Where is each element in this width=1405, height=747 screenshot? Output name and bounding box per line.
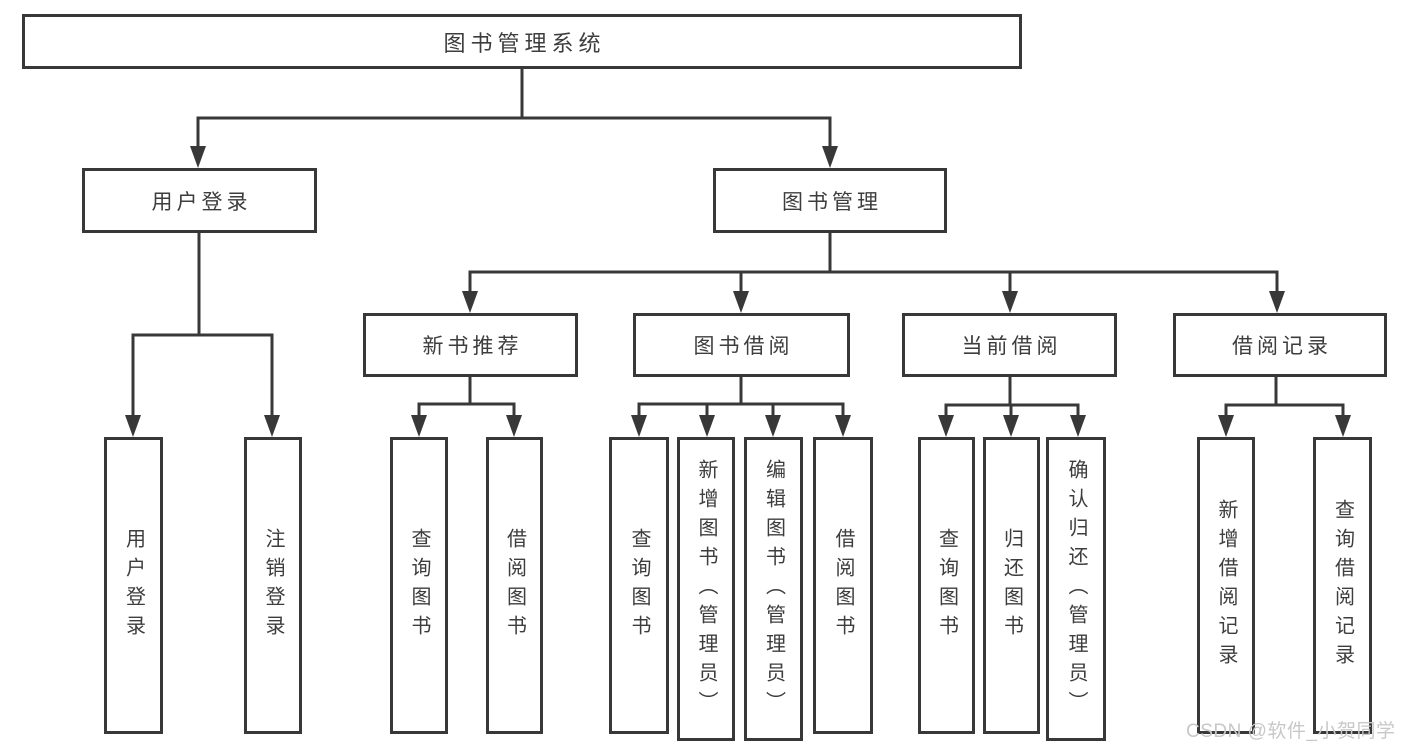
arrow-leaf-bb-add [699,415,715,437]
csdn-watermark: CSDN @软件_小贺同学 [1186,721,1396,742]
arrow-leaf-br-add [1218,415,1234,437]
node-book-mgmt-label: 图书管理 [782,190,882,214]
arrow-leaf-cb-confirm [1070,415,1086,437]
leaf-borrow-records-add: 新增借阅记录 [1197,437,1255,734]
arrow-leaf-bb-edit [765,415,781,437]
leaf-current-borrow-confirm: 确认归还（管理员） [1046,437,1106,741]
leaf-new-books-query: 查询图书 [390,437,448,734]
node-user-login: 用户登录 [82,168,317,233]
arrow-new-books [462,291,478,313]
arrow-leaf-bb-borrow [835,415,851,437]
leaf-user-login-label: 用户登录 [122,527,145,644]
leaf-book-borrow-query-label: 查询图书 [628,527,650,644]
leaf-new-books-borrow: 借阅图书 [486,437,543,734]
leaf-borrow-records-query-label: 查询借阅记录 [1331,498,1354,673]
leaf-book-borrow-edit: 编辑图书（管理员） [744,437,803,741]
leaf-book-borrow-borrow-label: 借阅图书 [832,527,854,644]
leaf-book-borrow-borrow: 借阅图书 [813,437,873,734]
node-user-login-label: 用户登录 [151,190,252,214]
arrow-leaf-nb-borrow [506,415,522,437]
leaf-user-login: 用户登录 [104,437,163,734]
leaf-book-borrow-add: 新增图书（管理员） [677,437,735,741]
leaf-book-borrow-query: 查询图书 [609,437,669,734]
leaf-book-borrow-edit-label: 编辑图书（管理员） [762,458,785,720]
arrow-leaf-nb-query [411,415,427,437]
leaf-current-borrow-query: 查询图书 [918,437,975,734]
leaf-borrow-records-add-label: 新增借阅记录 [1215,498,1237,673]
arrowheads [125,146,1351,437]
arrow-leaf-cb-return [1003,415,1019,437]
arrow-leaf-cb-query [938,415,954,437]
leaf-logout-label: 注销登录 [262,527,284,644]
leaf-current-borrow-query-label: 查询图书 [935,527,958,644]
node-new-books: 新书推荐 [363,313,578,377]
node-borrow-records: 借阅记录 [1173,313,1387,377]
node-current-borrow: 当前借阅 [902,313,1117,377]
arrow-leaf-br-query [1335,415,1351,437]
leaf-current-borrow-confirm-label: 确认归还（管理员） [1065,458,1087,720]
leaf-borrow-records-query: 查询借阅记录 [1313,437,1372,734]
leaf-new-books-borrow-label: 借阅图书 [503,527,526,644]
node-root: 图书管理系统 [22,14,1022,69]
arrow-leaf-login [125,415,141,437]
leaf-current-borrow-return: 归还图书 [983,437,1040,734]
leaf-current-borrow-return-label: 归还图书 [1000,527,1023,644]
node-current-borrow-label: 当前借阅 [961,335,1062,358]
node-book-mgmt: 图书管理 [713,168,947,233]
node-borrow-records-label: 借阅记录 [1232,335,1332,358]
node-book-borrow: 图书借阅 [633,313,850,377]
node-book-borrow-label: 图书借阅 [693,335,794,358]
arrow-book-mgmt [822,146,838,168]
arrow-user-login [190,146,206,168]
arrow-borrow-records [1269,291,1285,313]
node-root-label: 图书管理系统 [443,30,606,56]
arrow-leaf-bb-query [631,415,647,437]
leaf-logout: 注销登录 [244,437,302,734]
arrow-current-borrow [1002,291,1018,313]
arrow-leaf-logout [264,415,280,437]
leaf-new-books-query-label: 查询图书 [408,527,430,644]
leaf-book-borrow-add-label: 新增图书（管理员） [695,458,717,720]
arrow-book-borrow [733,291,749,313]
node-new-books-label: 新书推荐 [422,335,523,358]
